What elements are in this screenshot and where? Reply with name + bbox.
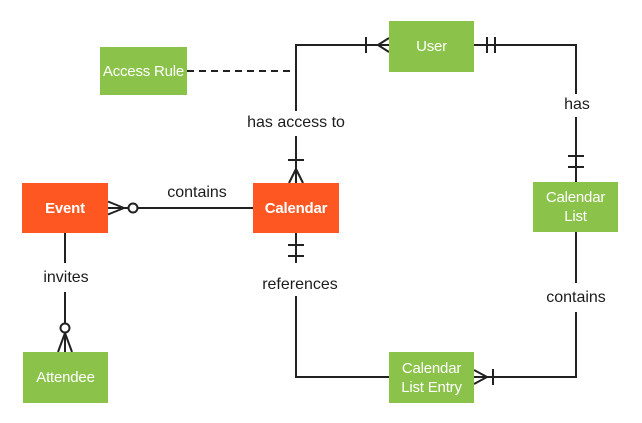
relationship-label-has: has: [564, 96, 590, 113]
relationship-calendar-contains-event: [107, 200, 253, 216]
crow-foot-icon: [288, 168, 297, 184]
crow-foot-icon: [57, 332, 66, 353]
relationship-calendar-references-entry: [288, 233, 389, 378]
entity-user[interactable]: User: [389, 21, 474, 72]
entity-attendee[interactable]: Attendee: [23, 352, 108, 403]
entity-calendar-list-entry[interactable]: Calendar List Entry: [389, 352, 474, 403]
entity-calendar-list-entry-label: Calendar List Entry: [401, 359, 462, 396]
connector-line: [295, 44, 389, 111]
entity-event-label: Event: [45, 199, 85, 217]
relationship-event-invites-attendee: [57, 233, 73, 353]
entity-access-rule[interactable]: Access Rule: [100, 47, 187, 95]
relationship-label-invites: invites: [43, 269, 89, 286]
crow-foot-icon: [107, 207, 125, 216]
entity-attendee-label: Attendee: [36, 369, 95, 386]
relationship-label-has-access-to: has access to: [247, 114, 345, 131]
relationship-label-contains-entry: contains: [546, 289, 606, 306]
entity-calendar[interactable]: Calendar: [253, 183, 339, 233]
entity-event[interactable]: Event: [22, 183, 108, 233]
crow-foot-icon: [377, 37, 390, 46]
entity-user-label: User: [416, 38, 447, 55]
crow-foot-icon: [377, 44, 390, 53]
entity-calendar-label: Calendar: [264, 199, 328, 217]
entity-calendar-list[interactable]: Calendar List: [533, 182, 618, 232]
crow-foot-icon: [473, 376, 488, 385]
crow-foot-icon: [107, 200, 125, 209]
entity-calendar-list-label: Calendar List: [545, 189, 606, 225]
crow-foot-icon: [473, 369, 488, 378]
entity-access-rule-label: Access Rule: [102, 62, 185, 80]
relationship-label-references: references: [262, 276, 338, 293]
relationship-has-access-to: [288, 37, 390, 184]
connector-line: [474, 44, 577, 94]
crow-foot-icon: [64, 332, 73, 353]
zero-circle-icon: [127, 202, 139, 214]
relationship-calendar-list-contains-entry: [473, 232, 577, 385]
connector-line: [295, 296, 389, 378]
connector-line: [474, 312, 577, 378]
zero-circle-icon: [59, 322, 71, 334]
relationship-label-contains-event: contains: [167, 184, 227, 201]
crow-foot-icon: [295, 168, 304, 184]
relationship-user-has-calendar-list: [474, 37, 584, 182]
